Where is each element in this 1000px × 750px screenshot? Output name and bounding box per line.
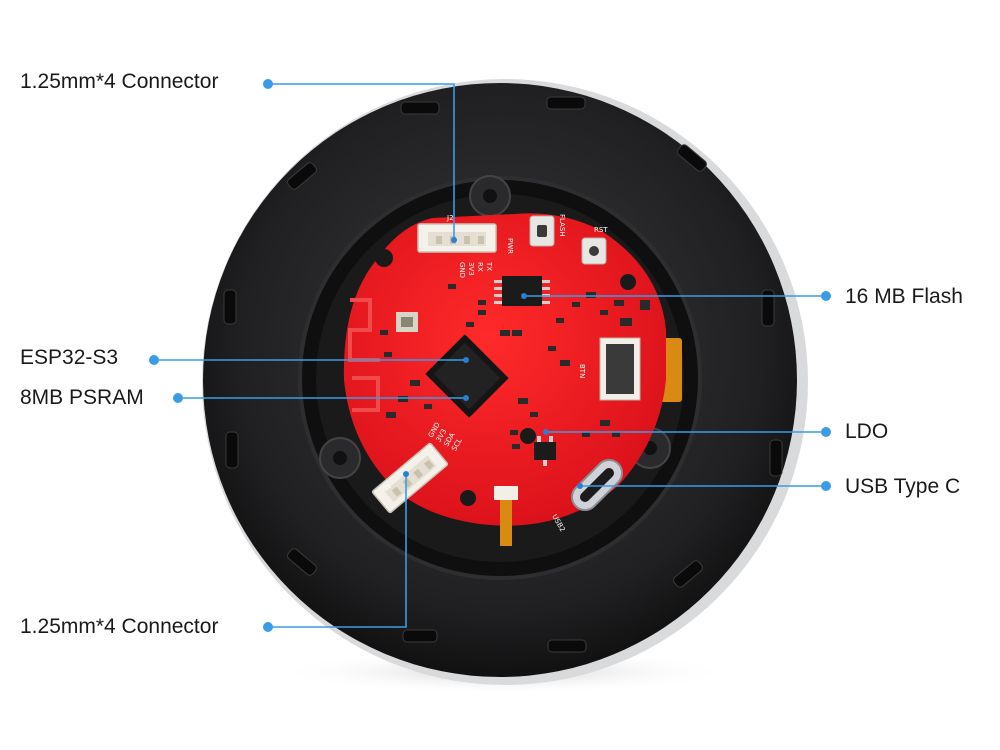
silk-btn: BTN (578, 364, 586, 378)
leader-connector-bottom (268, 474, 407, 628)
silk-pwr: PWR (506, 238, 514, 254)
silk-j1: J1 (382, 482, 393, 493)
silk-j2: J2 (446, 214, 454, 222)
callout-dots (149, 79, 831, 632)
connector-j2 (417, 223, 497, 253)
dot-connector-top (263, 79, 273, 89)
label-psram: 8MB PSRAM (20, 386, 144, 409)
dot-connector-bottom (263, 622, 273, 632)
ldo-chip (534, 436, 556, 466)
dot-flash (821, 291, 831, 301)
connector-j1 (371, 442, 449, 514)
dot-esp32 (149, 355, 159, 365)
rst-button (581, 237, 607, 265)
svg-text:RX: RX (476, 262, 484, 272)
label-connector-top: 1.25mm*4 Connector (20, 70, 219, 93)
svg-text:TX: TX (485, 261, 493, 271)
svg-text:3V3: 3V3 (467, 262, 475, 276)
bottom-ribbon (494, 486, 518, 500)
vent-slots (223, 96, 783, 653)
label-ldo: LDO (845, 420, 889, 443)
silk-uart-pins: GND 3V3 RX TX (458, 261, 493, 278)
passive-components (380, 284, 650, 449)
label-connector-bottom: 1.25mm*4 Connector (20, 615, 219, 638)
usb-c-port (570, 458, 624, 512)
dot-psram (173, 393, 183, 403)
silk-rst: RST (594, 226, 608, 234)
dot-usb (821, 481, 831, 491)
svg-text:GND: GND (458, 262, 466, 278)
flash-chip (494, 276, 550, 306)
pcb-pads (375, 249, 636, 506)
callout-lines (154, 83, 826, 628)
label-esp32: ESP32-S3 (20, 346, 119, 369)
mounting-screws (319, 175, 671, 479)
flash-button (529, 215, 555, 247)
label-usb: USB Type C (845, 475, 961, 498)
dot-ldo (821, 427, 831, 437)
silk-flash: FLASH (558, 214, 566, 237)
label-flash: 16 MB Flash (845, 285, 963, 308)
leader-connector-top (268, 83, 455, 240)
callout-endpoints (403, 237, 583, 489)
